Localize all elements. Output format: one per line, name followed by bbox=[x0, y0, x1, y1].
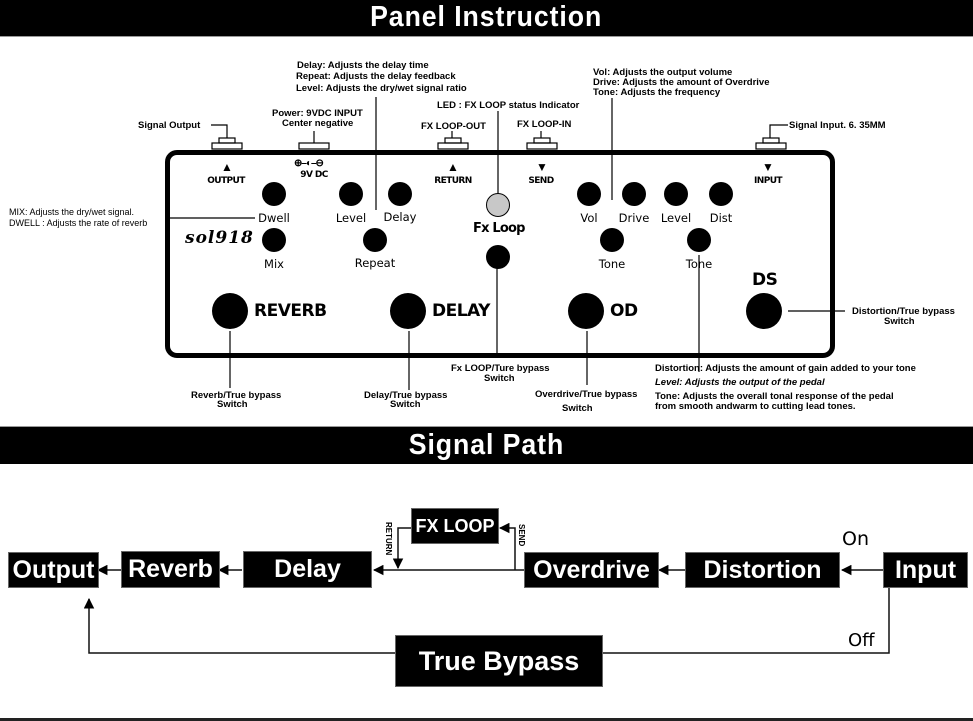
power-annotation-line1: Power: 9VDC INPUT bbox=[272, 108, 363, 119]
output-jack-leader bbox=[211, 124, 228, 138]
send-jack-label: SEND bbox=[528, 176, 554, 186]
drive-knob[interactable] bbox=[622, 182, 646, 206]
arrow-fxloop-return bbox=[392, 527, 411, 570]
fx-in-annotation: FX LOOP-IN bbox=[517, 119, 572, 130]
on-label: On bbox=[842, 528, 869, 550]
brand-logo: sol918 bbox=[185, 228, 254, 248]
dist-knob[interactable] bbox=[709, 182, 733, 206]
repeat-knob-label: Repeat bbox=[354, 256, 396, 270]
signal-path-title: Signal Path bbox=[408, 429, 565, 461]
banner-divider bbox=[0, 36, 973, 37]
panel-instruction-banner: Panel Instruction bbox=[0, 0, 973, 36]
dwell-knob-label: Dwell bbox=[258, 211, 290, 225]
return-path-label: RETURN bbox=[384, 522, 393, 556]
od-footswitch-label: OD bbox=[610, 301, 638, 321]
fx-switch-annotation-line1: Fx LOOP/Ture bypass bbox=[451, 363, 550, 374]
arrow-send-to-fxloop bbox=[498, 522, 516, 570]
fx-out-annotation: FX LOOP-OUT bbox=[421, 121, 486, 132]
od-switch-annotation-line2: Switch bbox=[562, 403, 593, 414]
reverb-annotation-line2: DWELL : Adjusts the rate of reverb bbox=[9, 218, 148, 228]
reverb-annotation-line1: MIX: Adjusts the dry/wet signal. bbox=[9, 207, 135, 217]
power-annotation-line2: Center negative bbox=[282, 118, 354, 129]
ds-footswitch[interactable] bbox=[746, 293, 782, 329]
ds-level-knob-label: Level bbox=[660, 211, 692, 225]
delay-time-knob[interactable] bbox=[388, 182, 412, 206]
ds-switch-annotation-line1: Distortion/True bypass bbox=[852, 306, 955, 317]
od-annotation-line2: Drive: Adjusts the amount of Overdrive bbox=[593, 77, 770, 88]
output-arrow-icon: ▲ bbox=[221, 160, 233, 174]
dist-annotation-line3: Tone: Adjusts the overall tonal response… bbox=[655, 391, 894, 402]
reverb-switch-annotation-line2: Switch bbox=[217, 399, 248, 410]
fx-loop-led bbox=[486, 193, 510, 217]
block-true-bypass: True Bypass bbox=[395, 635, 603, 687]
dist-annotation-line4: from smooth andwarm to cutting lead tone… bbox=[655, 401, 856, 412]
fx-loop-switch[interactable] bbox=[486, 245, 510, 269]
output-jack-label: OUTPUT bbox=[207, 176, 245, 186]
block-output: Output bbox=[8, 552, 99, 588]
block-reverb: Reverb bbox=[121, 551, 220, 588]
signal-input-annotation: Signal Input. 6. 35MM bbox=[789, 120, 886, 131]
send-path-label: SEND bbox=[517, 524, 526, 547]
dist-annotation-line2: Level: Adjusts the output of the pedal bbox=[655, 377, 825, 388]
ds-switch-annotation-line2: Switch bbox=[884, 316, 915, 327]
power-jack-label: 9V DC bbox=[300, 170, 328, 180]
pedal-panel bbox=[165, 150, 835, 358]
signal-banner-divider bbox=[0, 426, 973, 427]
delay-switch-annotation-line2: Switch bbox=[390, 399, 421, 410]
delay-footswitch[interactable] bbox=[390, 293, 426, 329]
led-annotation: LED : FX LOOP status Indicator bbox=[437, 100, 580, 111]
reverb-footswitch[interactable] bbox=[212, 293, 248, 329]
fx-switch-annotation-line2: Switch bbox=[484, 373, 515, 384]
dist-knob-label: Dist bbox=[709, 211, 733, 225]
delay-footswitch-label: DELAY bbox=[432, 301, 490, 321]
block-distortion: Distortion bbox=[685, 552, 840, 588]
delay-level-knob-label: Level bbox=[335, 211, 367, 225]
delay-switch-annotation-line1: Delay/True bypass bbox=[364, 390, 448, 401]
ds-level-knob[interactable] bbox=[664, 182, 688, 206]
vol-knob-label: Vol bbox=[580, 211, 598, 225]
delay-annotation-line1: Delay: Adjusts the delay time bbox=[297, 60, 429, 71]
od-footswitch[interactable] bbox=[568, 293, 604, 329]
od-annotation-line1: Vol: Adjusts the output volume bbox=[593, 67, 733, 78]
panel-instruction-title: Panel Instruction bbox=[370, 1, 603, 33]
delay-time-knob-label: Delay bbox=[383, 210, 417, 224]
reverb-switch-annotation-line1: Reverb/True bypass bbox=[191, 390, 282, 401]
ds-tone-knob-label: Tone bbox=[685, 257, 713, 271]
dc-polarity-icon: ⊕–◐–⊖ bbox=[294, 158, 324, 169]
od-annotation-line3: Tone: Adjusts the frequency bbox=[593, 87, 721, 98]
send-arrow-icon: ▼ bbox=[536, 160, 548, 174]
off-label: Off bbox=[848, 630, 875, 651]
bottom-divider bbox=[0, 718, 973, 721]
signal-output-annotation: Signal Output bbox=[138, 120, 201, 131]
repeat-knob[interactable] bbox=[363, 228, 387, 252]
od-tone-knob-label: Tone bbox=[598, 257, 626, 271]
reverb-footswitch-label: REVERB bbox=[254, 301, 327, 321]
block-overdrive: Overdrive bbox=[524, 552, 659, 588]
input-arrow-icon: ▼ bbox=[762, 160, 774, 174]
return-arrow-icon: ▲ bbox=[447, 160, 459, 174]
return-jack-label: RETURN bbox=[434, 176, 472, 186]
signal-path-banner: Signal Path bbox=[0, 427, 973, 464]
delay-annotation-line3: Level: Adjusts the dry/wet signal ratio bbox=[296, 83, 467, 94]
mix-knob-label: Mix bbox=[264, 257, 284, 271]
block-input: Input bbox=[883, 552, 968, 588]
fx-loop-label: Fx Loop bbox=[473, 221, 525, 236]
dist-annotation-line1: Distortion: Adjusts the amount of gain a… bbox=[655, 363, 916, 374]
input-jack-leader bbox=[769, 124, 788, 138]
vol-knob[interactable] bbox=[577, 182, 601, 206]
ds-footswitch-label: DS bbox=[752, 270, 778, 290]
drive-knob-label: Drive bbox=[618, 211, 650, 225]
input-jack-label: INPUT bbox=[754, 176, 783, 186]
power-jack-shape bbox=[298, 142, 330, 150]
dwell-knob[interactable] bbox=[262, 182, 286, 206]
mix-knob[interactable] bbox=[262, 228, 286, 252]
od-tone-knob[interactable] bbox=[600, 228, 624, 252]
block-fx-loop: FX LOOP bbox=[411, 508, 499, 544]
block-delay: Delay bbox=[243, 551, 372, 588]
delay-level-knob[interactable] bbox=[339, 182, 363, 206]
ds-tone-knob[interactable] bbox=[687, 228, 711, 252]
od-switch-annotation-line1: Overdrive/True bypass bbox=[535, 389, 638, 400]
delay-annotation-line2: Repeat: Adjusts the delay feedback bbox=[296, 71, 456, 82]
